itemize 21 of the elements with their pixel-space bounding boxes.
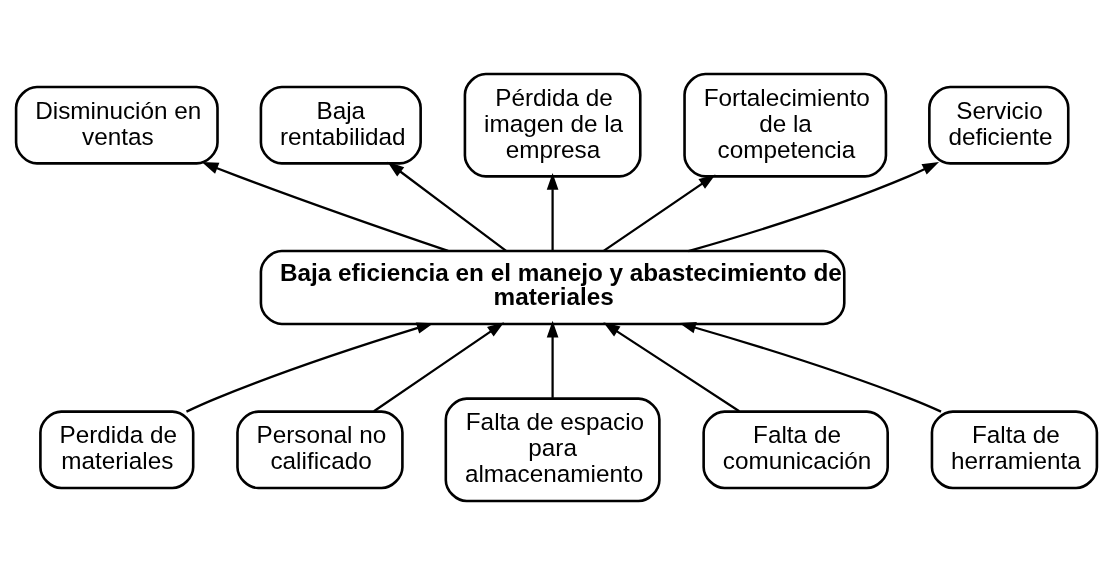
arrow bbox=[603, 174, 716, 252]
arrow bbox=[546, 173, 559, 251]
node-box: Falta de comunicación bbox=[702, 410, 889, 490]
arrow bbox=[688, 161, 940, 253]
node-box: Disminución en ventas bbox=[14, 85, 219, 165]
node-box: Falta de espacio para almacenamiento bbox=[444, 397, 661, 503]
arrow bbox=[186, 322, 434, 413]
node-box: Falta de herramienta bbox=[930, 410, 1099, 490]
arrow bbox=[603, 322, 740, 413]
node-box: Pérdida de imagen de la empresa bbox=[463, 72, 642, 178]
arrow bbox=[373, 322, 505, 413]
arrow bbox=[679, 322, 942, 413]
arrow bbox=[387, 161, 507, 252]
node-box: Baja rentabilidad bbox=[259, 85, 422, 165]
node-box: Servicio deficiente bbox=[928, 85, 1070, 165]
arrow bbox=[201, 162, 449, 252]
node-box: Perdida de materiales bbox=[39, 410, 195, 490]
node-box: Baja eficiencia en el manejo y abastecimiento de materiales bbox=[259, 249, 846, 326]
arrow bbox=[546, 320, 559, 398]
node-box: Personal no calificado bbox=[236, 410, 404, 490]
node-box: Fortalecimiento de la competencia bbox=[683, 72, 888, 178]
